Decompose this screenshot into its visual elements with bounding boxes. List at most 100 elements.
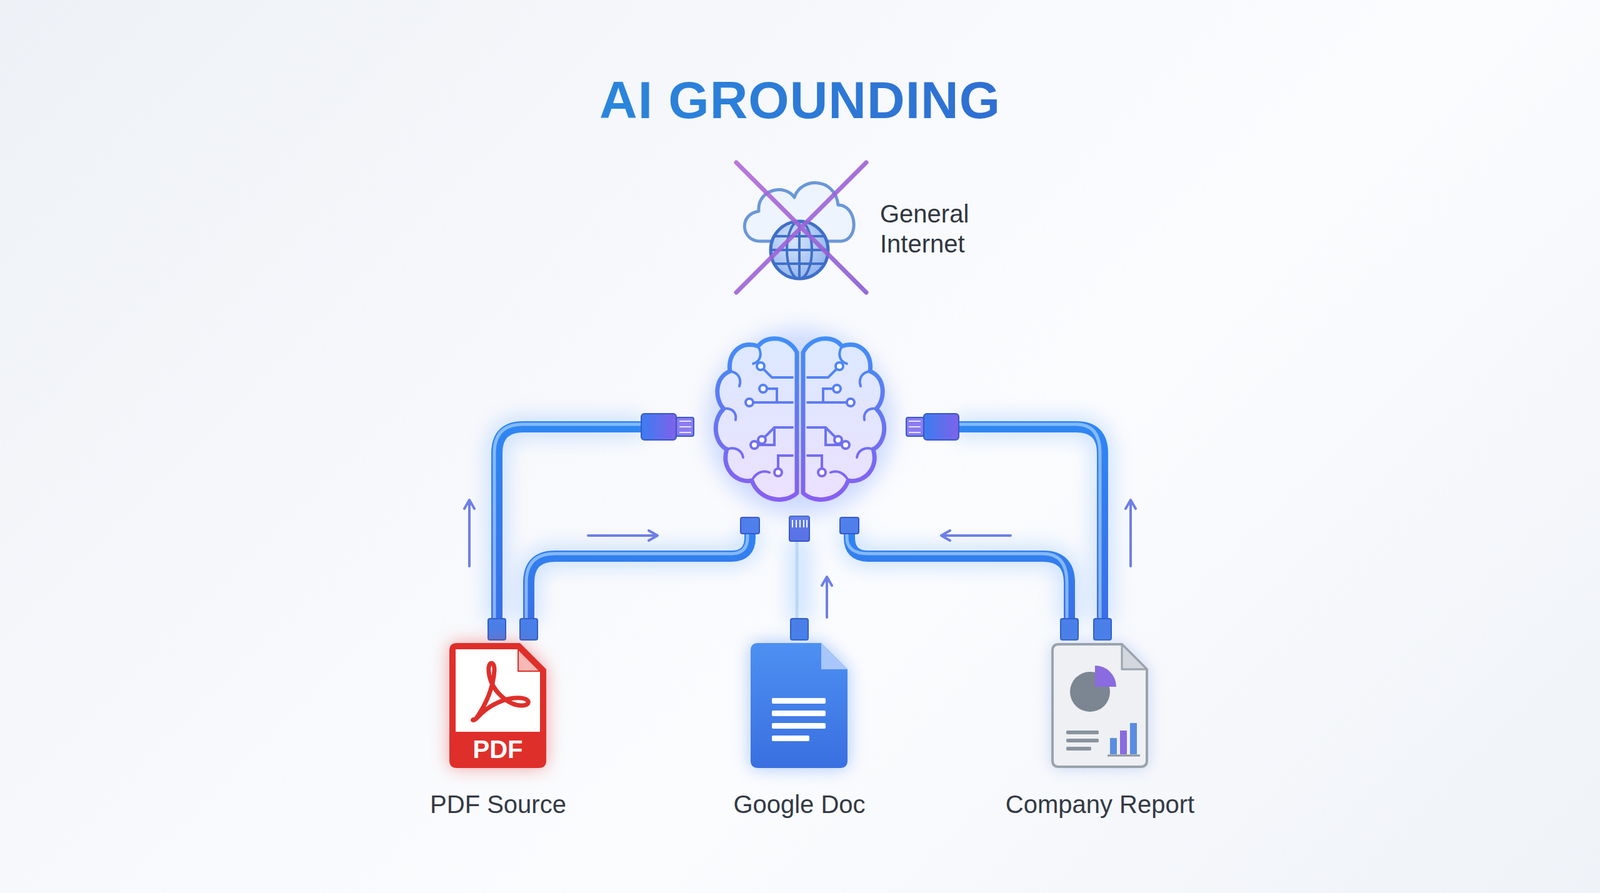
brain-hemisphere xyxy=(825,427,842,445)
brain-hemisphere xyxy=(830,471,849,481)
cable-highlight xyxy=(957,424,1100,619)
brain-connector xyxy=(641,413,677,440)
document-node: Google Doc xyxy=(730,640,869,829)
flow-arrow xyxy=(825,578,829,618)
cross-mark xyxy=(736,162,867,293)
flow-arrow xyxy=(942,534,1011,537)
brain-connector xyxy=(840,517,859,534)
report-icon xyxy=(1121,644,1147,670)
brain-hemisphere xyxy=(803,338,885,500)
google-doc-icon xyxy=(771,735,810,742)
brain-hemisphere xyxy=(807,401,847,404)
brain-glow xyxy=(706,328,894,517)
pdf-icon xyxy=(455,649,540,732)
brain-hemisphere xyxy=(758,436,766,444)
cable-highlight xyxy=(846,530,1067,619)
data-cable xyxy=(849,528,1070,623)
title-text: AI GROUNDING xyxy=(599,70,1001,130)
cross-mark xyxy=(736,162,867,293)
brain-hemisphere xyxy=(745,362,782,477)
document-node: Company Report xyxy=(1031,640,1169,829)
cable-plug xyxy=(488,618,1112,640)
google-doc-icon xyxy=(771,710,826,717)
brain-hemisphere xyxy=(833,385,841,393)
brain-connector xyxy=(789,516,810,542)
report-icon xyxy=(1066,738,1099,743)
report-icon xyxy=(1052,644,1147,767)
cable-glow xyxy=(528,528,750,623)
data-cable xyxy=(496,426,644,623)
report-icon xyxy=(1110,738,1117,755)
brain-hemisphere xyxy=(864,408,877,420)
brain-hemisphere xyxy=(726,448,744,458)
cable-plug xyxy=(790,618,809,640)
brain-hemisphere xyxy=(807,368,837,378)
brain-hemisphere xyxy=(818,362,855,477)
brain-hemisphere xyxy=(818,468,826,477)
diagram-title: AI GROUNDING xyxy=(0,73,1600,127)
report-icon xyxy=(1066,730,1099,751)
brain-hemisphere xyxy=(774,468,782,477)
cross-mark xyxy=(736,162,867,293)
report-icon xyxy=(1051,643,1149,769)
brain-connector xyxy=(679,421,692,433)
crossed-internet-icon xyxy=(735,161,868,294)
node-icon xyxy=(750,643,848,769)
brain-hemisphere xyxy=(807,346,877,481)
cable-plug xyxy=(1060,618,1079,640)
icon-text: PDF xyxy=(449,733,547,766)
brain-hemisphere xyxy=(807,455,822,469)
cable-glow xyxy=(788,537,810,623)
brain-glow xyxy=(706,328,894,517)
node-icon xyxy=(735,161,868,294)
node-label: Company Report xyxy=(1005,789,1195,820)
node-label: Google Doc xyxy=(733,789,865,820)
flow-arrow xyxy=(468,501,471,567)
brain-hemisphere xyxy=(723,408,736,420)
brain-connector xyxy=(906,417,924,437)
brain-hemisphere xyxy=(756,362,765,370)
pdf-icon xyxy=(449,643,547,769)
brain-hemisphere xyxy=(745,398,754,407)
cable-highlight xyxy=(494,424,643,619)
brain-hemisphere xyxy=(807,427,836,438)
brain-connector xyxy=(792,520,807,528)
data-cable xyxy=(956,426,1103,623)
brain-hemisphere xyxy=(834,436,842,444)
cable-glow xyxy=(956,426,1103,623)
brain-connector xyxy=(740,517,760,534)
brain-hemisphere xyxy=(763,368,793,378)
brain-hemisphere xyxy=(764,427,793,438)
report-icon xyxy=(1066,730,1099,735)
google-doc-icon xyxy=(750,643,848,769)
brain-hemisphere xyxy=(751,471,770,481)
brain-hemisphere xyxy=(856,448,874,458)
brain-hemisphere xyxy=(835,362,844,370)
brain-hemisphere xyxy=(753,401,793,404)
document-node: PDF PDF Source xyxy=(429,640,567,829)
source-node: General Internet xyxy=(731,156,1007,300)
google-doc-icon xyxy=(821,643,848,670)
brain-hemisphere xyxy=(730,371,740,387)
brain-hemisphere xyxy=(766,388,777,403)
brain-hemisphere xyxy=(758,427,775,445)
brain-hemisphere xyxy=(750,441,759,449)
google-doc-icon xyxy=(771,698,826,742)
brain-hemisphere xyxy=(723,346,793,481)
cable-glow xyxy=(849,528,1070,623)
cable-highlight xyxy=(526,530,748,619)
data-cable xyxy=(528,528,750,623)
brain-connector xyxy=(923,413,959,440)
cable-plug xyxy=(1093,618,1112,640)
cable-plug xyxy=(488,618,506,640)
node-label: PDF Source xyxy=(430,789,567,820)
node-label: General Internet xyxy=(880,198,999,259)
report-icon xyxy=(1066,746,1092,751)
cable-highlight xyxy=(795,540,799,619)
cable-plug xyxy=(520,618,538,640)
flow-arrow xyxy=(1129,501,1132,567)
node-icon xyxy=(1051,643,1149,769)
brain-hemisphere xyxy=(860,371,870,387)
